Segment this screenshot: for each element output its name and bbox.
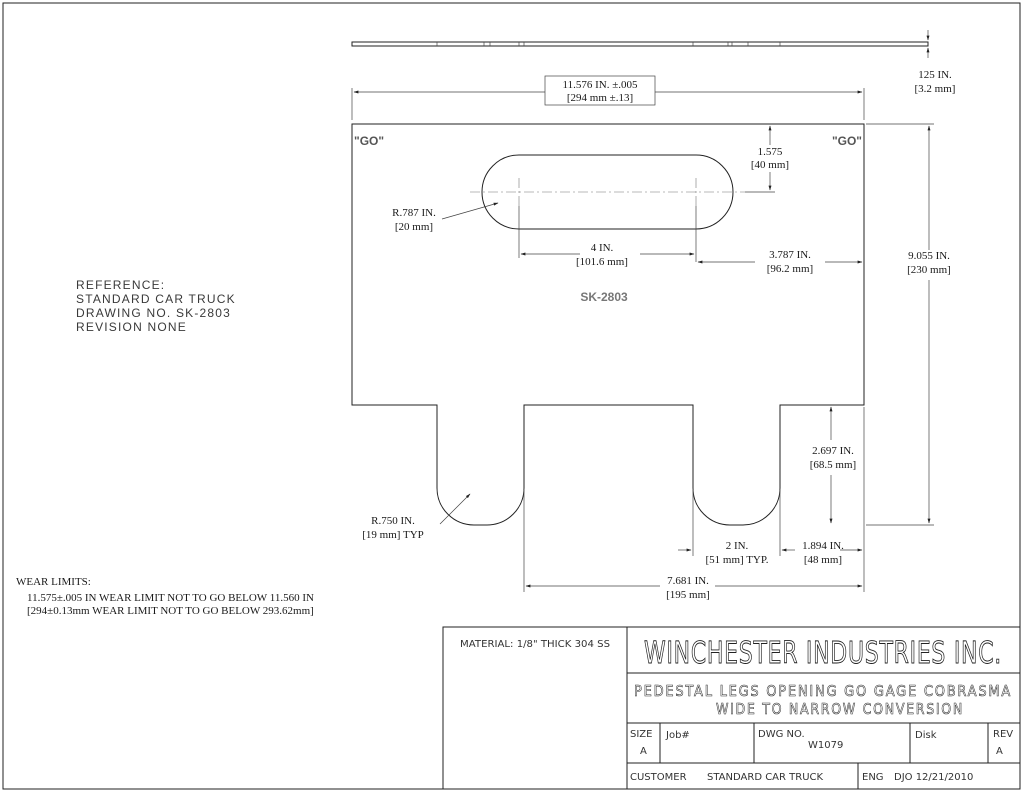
go-label-right: "GO": [832, 134, 862, 148]
size-label: SIZE: [630, 729, 652, 740]
slot-offset-in: 3.787 IN.: [769, 249, 811, 261]
leg-span-in: 7.681 IN.: [667, 575, 709, 587]
slot-radius-mm: [20 mm]: [395, 221, 433, 233]
overall-width-mm: [294 mm ±.13]: [567, 92, 633, 104]
material-label: MATERIAL: 1/8" THICK 304 SS: [460, 639, 610, 650]
overall-width-in: 11.576 IN. ±.005: [563, 79, 638, 91]
leg-radius-in: R.750 IN.: [371, 515, 415, 527]
dwg-label: DWG NO.: [758, 729, 805, 740]
leg-radius-dimension: R.750 IN. [19 mm] TYP: [362, 493, 471, 541]
eng-value: DJO 12/21/2010: [894, 772, 973, 783]
company-name: WINCHESTER INDUSTRIES INC.: [644, 636, 1002, 671]
thickness-dim-mm: [3.2 mm]: [915, 83, 956, 95]
reference-line-4: REVISION NONE: [76, 320, 187, 334]
height-mm: [230 mm]: [907, 264, 951, 276]
leg-width-in: 2 IN.: [726, 540, 749, 552]
size-value: A: [640, 746, 647, 757]
slot-radius-dimension: R.787 IN. [20 mm]: [392, 202, 499, 233]
reference-line-3: DRAWING NO. SK-2803: [76, 306, 231, 320]
reference-line-2: STANDARD CAR TRUCK: [76, 292, 236, 306]
edge-view: [351, 30, 930, 58]
eng-label: ENG: [862, 772, 884, 783]
leg-height-in: 2.697 IN.: [812, 445, 854, 457]
dwg-value: W1079: [808, 740, 843, 751]
leg-offset-mm: [48 mm]: [804, 554, 842, 566]
reference-note: REFERENCE: STANDARD CAR TRUCK DRAWING NO…: [76, 278, 236, 334]
title-line-1: PEDESTAL LEGS OPENING GO GAGE COBRASMA: [634, 682, 1012, 700]
slot-offset-mm: [96.2 mm]: [767, 263, 813, 275]
leg-width-mm: [51 mm] TYP.: [705, 554, 768, 566]
slot-offset-dimension: 3.787 IN. [96.2 mm]: [697, 249, 863, 275]
go-label-left: "GO": [354, 134, 384, 148]
title-block: MATERIAL: 1/8" THICK 304 SS WINCHESTER I…: [442, 626, 1021, 790]
leg-height-mm: [68.5 mm]: [810, 459, 856, 471]
wear-limits-note: WEAR LIMITS: 11.575±.005 IN WEAR LIMIT N…: [16, 576, 314, 617]
slot-top-dimension: 1.575 [40 mm]: [745, 125, 789, 193]
slot-length-in: 4 IN.: [591, 242, 614, 254]
customer-label: CUSTOMER: [630, 772, 687, 783]
leg-offset-in: 1.894 IN.: [802, 540, 844, 552]
job-label: Job#: [665, 730, 690, 741]
customer-value: STANDARD CAR TRUCK: [707, 772, 824, 783]
leg-bottom-dimensions: 2 IN. [51 mm] TYP. 1.894 IN. [48 mm] 7.6…: [523, 407, 865, 601]
height-in: 9.055 IN.: [908, 250, 950, 262]
wear-limits-line-2: [294±0.13mm WEAR LIMIT NOT TO GO BELOW 2…: [27, 605, 314, 617]
leg-height-dimension: 2.697 IN. [68.5 mm]: [810, 406, 856, 524]
leg-span-mm: [195 mm]: [666, 589, 710, 601]
slot-radius-in: R.787 IN.: [392, 207, 436, 219]
wear-limits-title: WEAR LIMITS:: [16, 576, 91, 588]
slot-length-dimension: 4 IN. [101.6 mm]: [518, 206, 697, 268]
overall-width-dimension: 11.576 IN. ±.005 [294 mm ±.13]: [351, 75, 865, 120]
rev-value: A: [996, 746, 1003, 757]
wear-limits-line-1: 11.575±.005 IN WEAR LIMIT NOT TO GO BELO…: [27, 592, 314, 604]
height-dimension: 9.055 IN. [230 mm]: [866, 123, 951, 526]
overall-width-box: [544, 75, 656, 106]
slot-length-mm: [101.6 mm]: [576, 256, 628, 268]
gage-plate-outline: [351, 123, 865, 526]
rev-label: REV: [993, 729, 1013, 740]
leg-radius-mm: [19 mm] TYP: [362, 529, 424, 541]
slot-top-in: 1.575: [758, 146, 783, 158]
disk-label: Disk: [915, 730, 937, 741]
thickness-dimension: 125 IN. [3.2 mm]: [915, 69, 956, 95]
thickness-dim-in: 125 IN.: [918, 69, 952, 81]
part-label: SK-2803: [580, 290, 628, 304]
slot-top-mm: [40 mm]: [751, 159, 789, 171]
reference-line-1: REFERENCE:: [76, 278, 165, 292]
title-line-2: WIDE TO NARROW CONVERSION: [716, 700, 964, 718]
